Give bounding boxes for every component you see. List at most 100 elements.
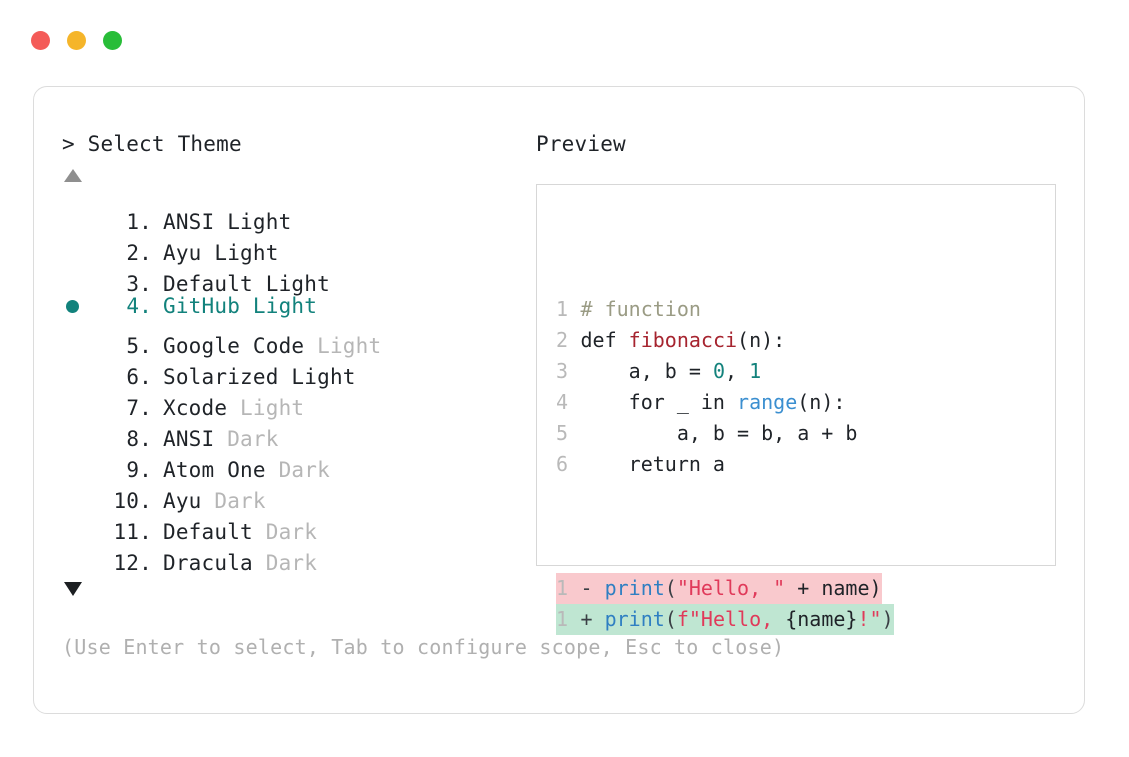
line-number: 1 (556, 607, 581, 631)
diff-sign: - (580, 576, 605, 600)
selection-bullet-cell (62, 446, 98, 477)
code-token: return a (580, 452, 725, 476)
theme-item-variant: Light (201, 241, 279, 265)
code-line: 1 # function (556, 294, 1051, 325)
page-title: > Select Theme (62, 132, 242, 156)
theme-list-item[interactable]: 10.Ayu Dark (62, 477, 532, 513)
theme-item-variant: Dark (201, 489, 266, 513)
diff-line-row: 1 + print(f"Hello, {name}!") (556, 604, 1051, 635)
theme-item-index: 10. (113, 489, 152, 513)
code-line: 2 def fibonacci(n): (556, 325, 1051, 356)
theme-list-item[interactable]: 11. Default Dark (62, 508, 532, 544)
minimize-button[interactable] (67, 31, 86, 50)
code-token: ( (664, 607, 677, 631)
window-controls (31, 31, 122, 50)
diff-added-line: 1 + print(f"Hello, {name}!") (556, 604, 894, 635)
theme-item-variant: Dark (252, 551, 318, 575)
theme-item-variant: Dark (252, 520, 318, 544)
theme-list-item[interactable]: 9. Atom One Dark (62, 446, 532, 482)
code-token: print (604, 576, 665, 600)
theme-list-item[interactable]: 5. Google Code Light (62, 322, 532, 358)
code-token: fibonacci (628, 328, 738, 352)
theme-list-item[interactable]: 6.Solarized Light (62, 353, 532, 389)
code-token: "Hello, " (676, 576, 786, 600)
close-button[interactable] (31, 31, 50, 50)
selected-bullet-icon (66, 300, 79, 313)
selection-bullet-cell (62, 198, 98, 229)
selection-bullet-cell (62, 291, 98, 322)
theme-item-index: 5. (126, 334, 152, 358)
diff-line-row: 1 - print("Hello, " + name) (556, 573, 1051, 604)
line-number: 5 (556, 421, 581, 445)
code-token: ) (881, 607, 894, 631)
selection-bullet-cell (62, 384, 98, 415)
theme-item-variant: Light (227, 396, 305, 420)
code-token: ( (664, 576, 677, 600)
theme-item-name: Google Code (163, 334, 305, 358)
code-line: 4 for _ in range(n): (556, 387, 1051, 418)
selection-bullet-cell (62, 353, 98, 384)
code-token: def (580, 328, 629, 352)
theme-item-index: 9. (126, 458, 152, 482)
theme-list-item[interactable]: 8.ANSI Dark (62, 415, 532, 451)
code-token: print (604, 607, 665, 631)
theme-list-item[interactable]: 1.ANSI Light (62, 198, 532, 234)
code-token: f"Hello, (676, 607, 786, 631)
theme-item-variant: Light (240, 294, 318, 318)
theme-item-name: Atom One (163, 458, 266, 482)
code-token: 0 (712, 359, 725, 383)
code-token: + name) (785, 576, 882, 600)
scroll-up-icon[interactable] (64, 169, 82, 182)
theme-item-name: Xcode (163, 396, 228, 420)
theme-item-variant: Dark (214, 427, 279, 451)
theme-item-name: Dracula (163, 551, 253, 575)
line-number: 6 (556, 452, 581, 476)
selection-bullet-cell (62, 477, 98, 508)
diff-removed-line: 1 - print("Hello, " + name) (556, 573, 882, 604)
scroll-down-icon[interactable] (64, 582, 82, 596)
theme-item-index: 2. (126, 241, 152, 265)
code-line: 3 a, b = 0, 1 (556, 356, 1051, 387)
theme-item-variant: Light (214, 210, 292, 234)
theme-item-name: ANSI (163, 427, 215, 451)
preview-title: Preview (536, 132, 626, 156)
code-token: {name} (785, 607, 858, 631)
code-token: (n): (737, 328, 786, 352)
code-token: # function (580, 297, 701, 321)
code-token: a, b = b, a + b (580, 421, 858, 445)
theme-item-index: 7. (126, 396, 152, 420)
selection-bullet-cell (62, 415, 98, 446)
code-token: , (724, 359, 750, 383)
selection-bullet-cell (62, 322, 98, 353)
code-line: 5 a, b = b, a + b (556, 418, 1051, 449)
diff-sign: + (580, 607, 605, 631)
theme-item-variant: Light (304, 334, 382, 358)
theme-list-item[interactable]: 4.GitHub Light (62, 291, 532, 322)
theme-item-variant: Light (252, 272, 330, 296)
theme-list-item[interactable]: 7. Xcode Light (62, 384, 532, 420)
line-number: 3 (556, 359, 581, 383)
theme-item-name: Default (163, 272, 253, 296)
code-token: !" (857, 607, 882, 631)
theme-item-index: 12. (113, 551, 152, 575)
keyboard-hint: (Use Enter to select, Tab to configure s… (62, 635, 785, 659)
theme-list-item[interactable]: 12. Dracula Dark (62, 539, 532, 575)
theme-item-index: 11. (113, 520, 152, 544)
theme-item-name: Default (163, 520, 253, 544)
selection-bullet-cell (62, 229, 98, 260)
line-number: 1 (556, 576, 581, 600)
selection-bullet-cell (62, 508, 98, 539)
code-token: a, b = (580, 359, 713, 383)
theme-list-item[interactable]: 3.Default Light (62, 260, 532, 296)
theme-item-variant: Dark (265, 458, 330, 482)
selection-bullet-cell (62, 260, 98, 291)
maximize-button[interactable] (103, 31, 122, 50)
theme-list-item[interactable]: 2.Ayu Light (62, 229, 532, 265)
selection-bullet-cell (62, 539, 98, 570)
